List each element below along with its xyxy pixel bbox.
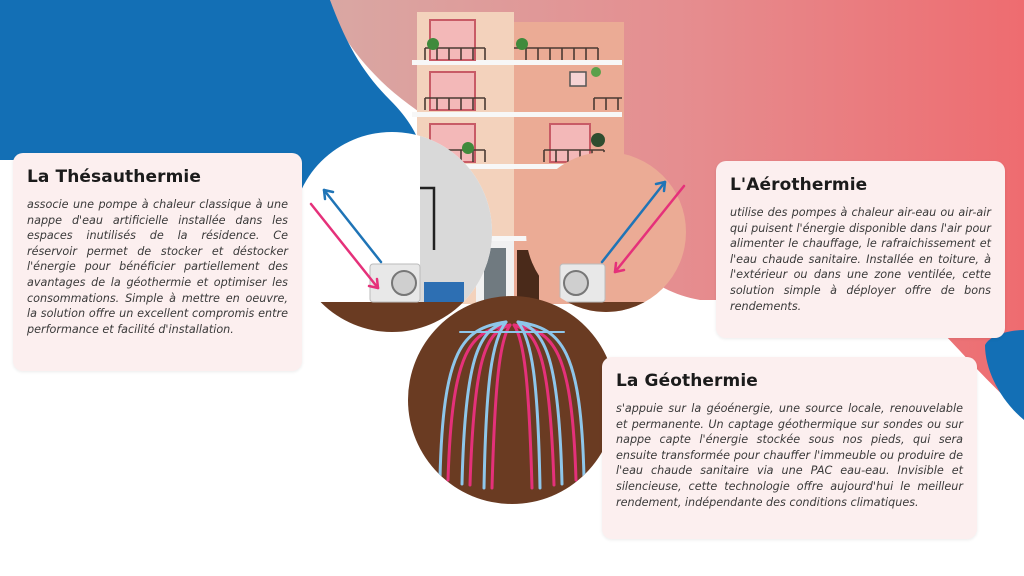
card-text: associe une pompe à chaleur classique à … [27, 198, 288, 336]
card-thesauthermie: La Thésauthermie associe une pompe à cha… [13, 153, 302, 371]
card-text: s'appuie sur la géoénergie, une source l… [616, 402, 963, 509]
thesauthermie-illustration [292, 132, 492, 332]
geothermie-illustration [408, 296, 616, 504]
card-title: La Géothermie [616, 371, 758, 391]
card-text: utilise des pompes à chaleur air-eau ou … [730, 206, 991, 313]
aerothermie-illustration [526, 152, 686, 312]
card-geothermie: La Géothermie s'appuie sur la géoénergie… [602, 357, 977, 539]
background-blue-blob-right [985, 330, 1024, 420]
card-title: L'Aérothermie [730, 175, 868, 195]
card-title: La Thésauthermie [27, 167, 201, 187]
card-aerothermie: L'Aérothermie utilise des pompes à chale… [716, 161, 1005, 338]
